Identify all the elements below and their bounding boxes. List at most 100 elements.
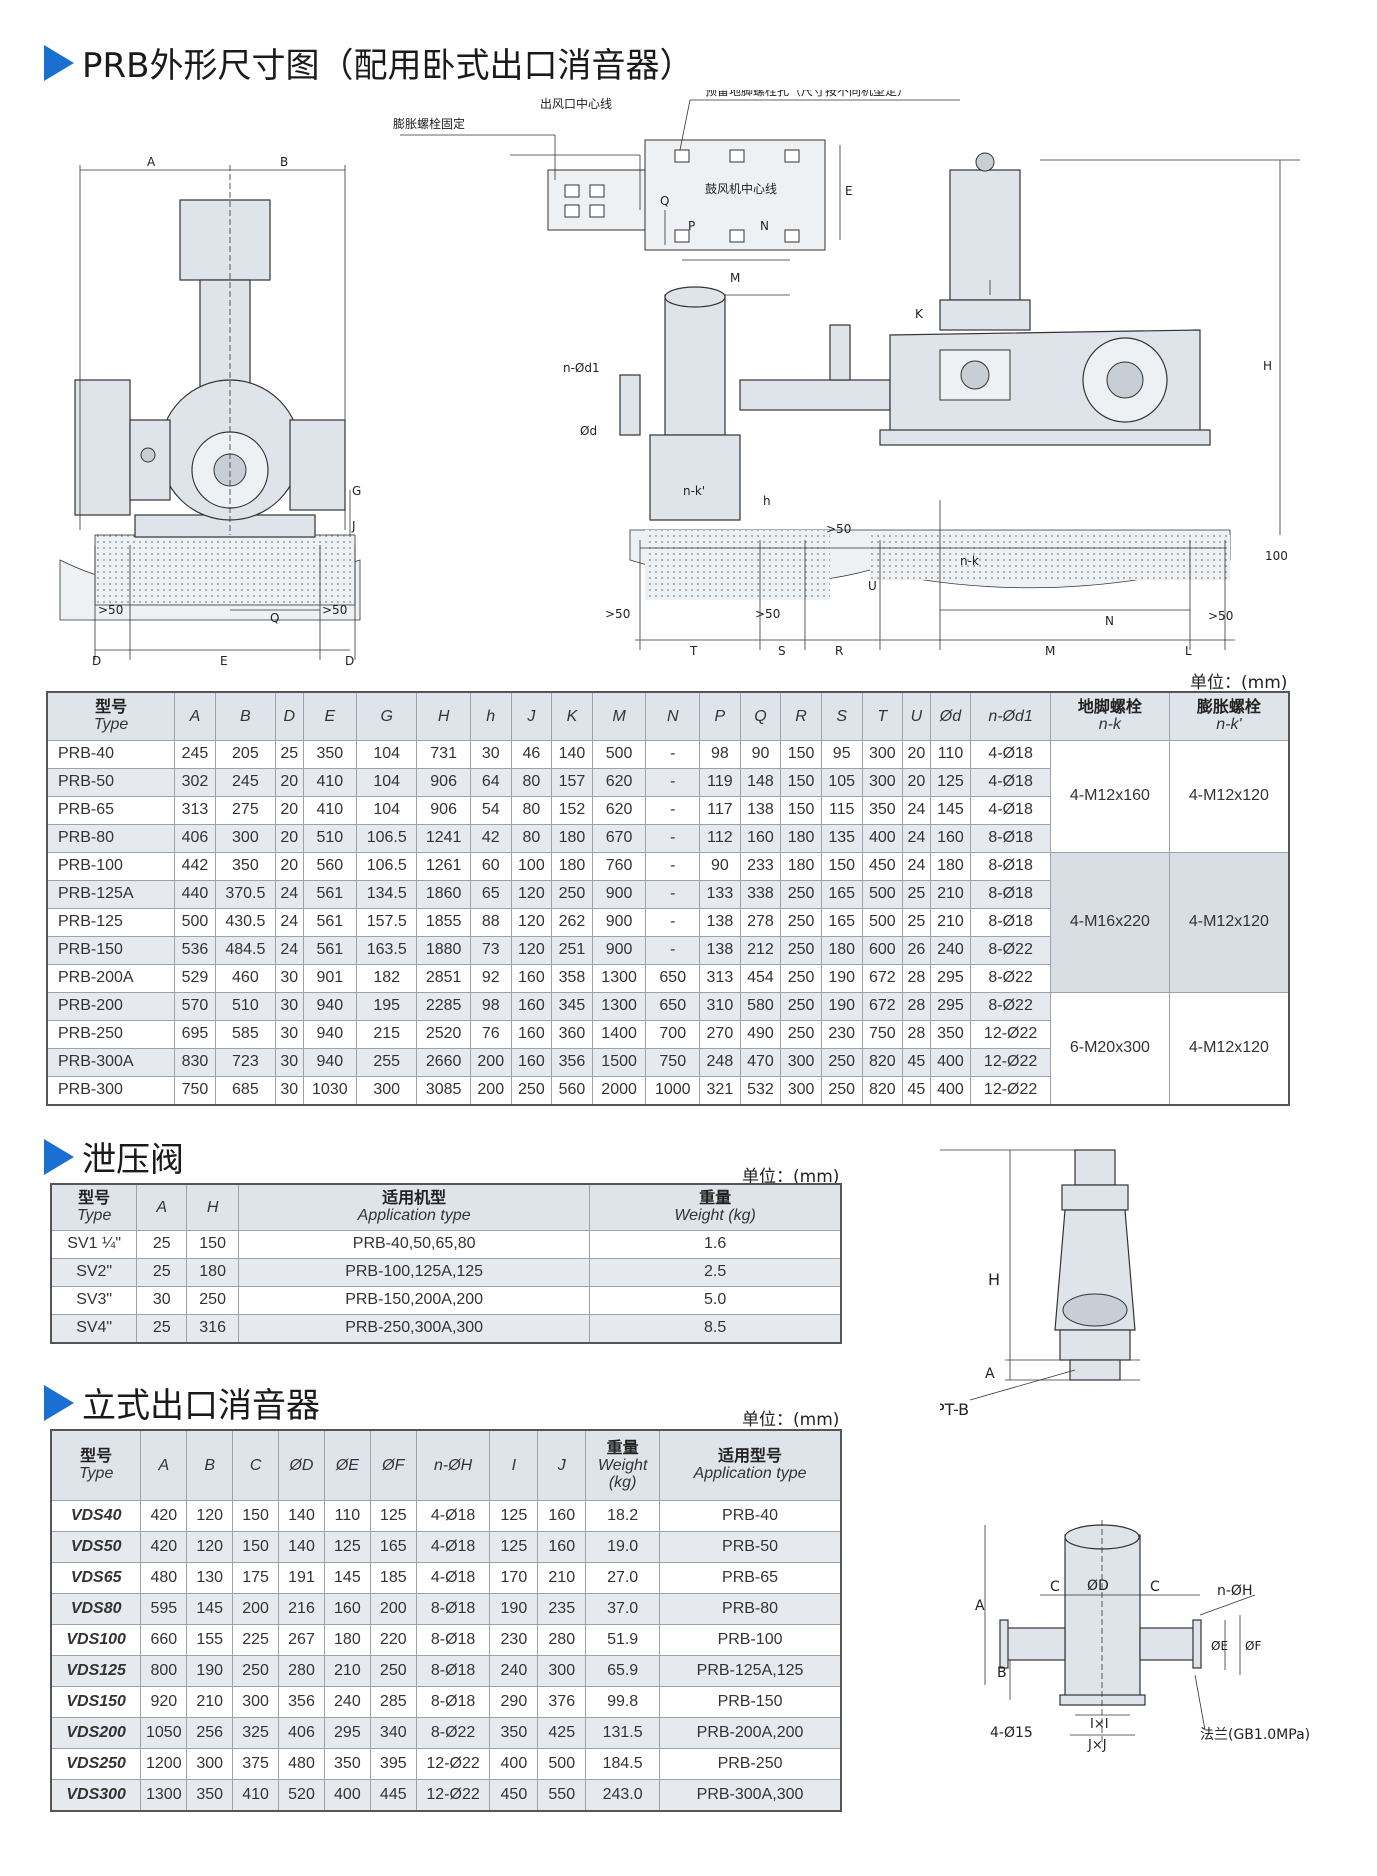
prb-cell: 500	[591, 739, 647, 769]
prb-cell: 561	[302, 907, 358, 937]
vds-cell: 376	[537, 1685, 587, 1718]
relief-valve-drawing: H A PT-B	[940, 1149, 1140, 1419]
vds-c-label-1: C	[1050, 1579, 1060, 1595]
prb-cell: 157.5	[356, 907, 418, 937]
vds-a-label: A	[975, 1598, 985, 1614]
prb-cell: 182	[356, 963, 418, 993]
prb-cell: 350	[929, 1019, 972, 1049]
prb-cell: 400	[929, 1047, 972, 1077]
prb-cell: 350	[214, 851, 276, 881]
sv-cell: PRB-40,50,65,80	[238, 1229, 591, 1259]
dim-q2-label: Q	[660, 194, 669, 208]
prb-cell: 2520	[416, 1019, 471, 1049]
prb-cell: 470	[739, 1047, 782, 1077]
prb-header-cell-en: S	[836, 707, 848, 725]
sv-ptb-label: PT-B	[940, 1400, 969, 1419]
prb-cell: 120	[510, 907, 553, 937]
prb-cell: 117	[699, 795, 741, 825]
prb-cell: 1500	[591, 1047, 647, 1077]
vds-cell: 410	[232, 1778, 280, 1811]
prb-cell: 561	[302, 935, 358, 965]
vds-cell: 210	[323, 1654, 371, 1687]
prb-cell: 250	[820, 1047, 863, 1077]
vds-cell: 500	[537, 1747, 587, 1780]
prb-cell: 215	[356, 1019, 418, 1049]
prb-cell: 180	[551, 851, 593, 881]
prb-cell: 180	[820, 935, 863, 965]
prb-cell: 104	[356, 767, 418, 797]
prb-cell: 150	[780, 795, 822, 825]
vds-header-cell-en: J	[557, 1456, 566, 1474]
prb-header-cell-en: E	[324, 707, 336, 725]
vds-cell: 37.0	[585, 1592, 661, 1625]
prb-cell: 484.5	[214, 935, 276, 965]
anchor-hole-label: 预留地脚螺栓孔（尺寸按不同机型定）	[705, 90, 909, 98]
prb-cell: 12-Ø22	[970, 1075, 1051, 1105]
prb-cell: 90	[699, 851, 741, 881]
prb-header-cell-en: n-k	[1098, 716, 1121, 734]
prb-cell: 42	[469, 823, 512, 853]
prb-cell: 906	[416, 795, 471, 825]
vds-cell: 220	[369, 1623, 417, 1656]
prb-cell: 4-Ø18	[970, 767, 1051, 797]
blower-center-label: 鼓风机中心线	[705, 181, 777, 196]
prb-cell: 1241	[416, 823, 471, 853]
header-zh: 型号	[95, 699, 128, 717]
vds-cell: 420	[140, 1530, 188, 1563]
vds-cell: 8-Ø18	[415, 1685, 491, 1718]
vds-cell: VDS65	[50, 1561, 142, 1594]
prb-cell: 400	[861, 823, 904, 853]
prb-cell: 25	[274, 739, 304, 769]
vds-cell: 125	[369, 1499, 417, 1532]
prb-cell: 313	[174, 795, 216, 825]
prb-cell: 65	[469, 879, 512, 909]
sv-header-cell-en: A	[156, 1198, 168, 1216]
vds-header-cell-en: Application type	[693, 1465, 807, 1483]
prb-cell: 233	[739, 851, 782, 881]
sv-cell: SV3"	[50, 1285, 138, 1315]
prb-cell: 430.5	[214, 907, 276, 937]
prb-header-cell-en: H	[437, 707, 450, 725]
prb-cell: 300	[356, 1075, 418, 1105]
prb-cell: 100	[510, 851, 553, 881]
vds-cell: 325	[232, 1716, 280, 1749]
prb-cell: 160	[510, 1019, 553, 1049]
dim-t-label: T	[689, 644, 698, 658]
vds-cell: 406	[278, 1716, 325, 1749]
prb-header-cell: K	[551, 691, 593, 741]
prb-header-cell-en: R	[795, 707, 807, 725]
prb-cell: 152	[551, 795, 593, 825]
prb-header-cell: M	[591, 691, 647, 741]
vds-section-title: 立式出口消音器	[44, 1378, 320, 1427]
prb-cell: 24	[902, 823, 931, 853]
prb-cell: 560	[551, 1075, 593, 1105]
dim-j-label: J	[351, 519, 356, 533]
prb-cell: 250	[780, 907, 822, 937]
dim-m2-label: M	[1045, 644, 1055, 658]
prb-cell: 650	[645, 963, 701, 993]
vds-cell: VDS300	[50, 1778, 142, 1811]
prb-cell: 940	[302, 1019, 358, 1049]
prb-cell: 536	[174, 935, 216, 965]
prb-cell: 695	[174, 1019, 216, 1049]
triangle-icon	[44, 1138, 74, 1175]
prb-header-cell-en: A	[189, 707, 201, 725]
prb-header-cell-en: U	[910, 707, 923, 725]
vds-header-cell: n-ØH	[415, 1429, 491, 1501]
vds-oe-label: ØE	[1211, 1639, 1228, 1653]
vds-cell: 350	[186, 1778, 234, 1811]
prb-cell: 134.5	[356, 879, 418, 909]
vds-cell: PRB-125A,125	[659, 1654, 842, 1687]
vds-cell: PRB-150	[659, 1685, 842, 1718]
vds-header-cell-en: Weight (kg)	[597, 1456, 648, 1491]
prb-cell: 620	[591, 795, 647, 825]
prb-cell: 30	[274, 1047, 304, 1077]
vds-header-cell: J	[537, 1429, 587, 1501]
prb-cell: 80	[510, 795, 553, 825]
